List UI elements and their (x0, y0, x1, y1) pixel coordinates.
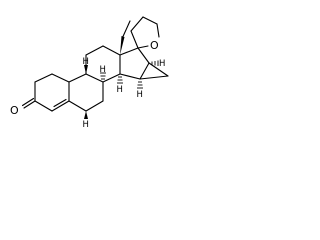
stereo-h15: H (137, 81, 143, 100)
stereo-h9: H (83, 57, 89, 74)
spiro-thf-ring: O (130, 16, 160, 52)
cyclopropane-ring (139, 62, 169, 80)
h8-label: H (100, 65, 106, 75)
ethyl-group (120, 20, 131, 55)
stereo-h14: H (117, 76, 123, 95)
h9-label: H (83, 57, 89, 67)
h15-label: H (137, 90, 143, 100)
ring-a (34, 73, 70, 112)
h16-label: H (159, 59, 165, 69)
ring-d (119, 47, 150, 80)
stereo-h8: H (100, 65, 106, 80)
ring-b (68, 73, 104, 112)
stereo-h16: H (151, 59, 165, 69)
stereo-h17: H (83, 111, 89, 130)
molecule-structure: O O (10, 16, 169, 130)
h14-label: H (117, 85, 123, 95)
ether-oxygen-label: O (150, 39, 159, 52)
h17-label: H (83, 120, 89, 130)
ketone-group: O (10, 97, 36, 117)
ketone-oxygen-label: O (10, 104, 19, 117)
